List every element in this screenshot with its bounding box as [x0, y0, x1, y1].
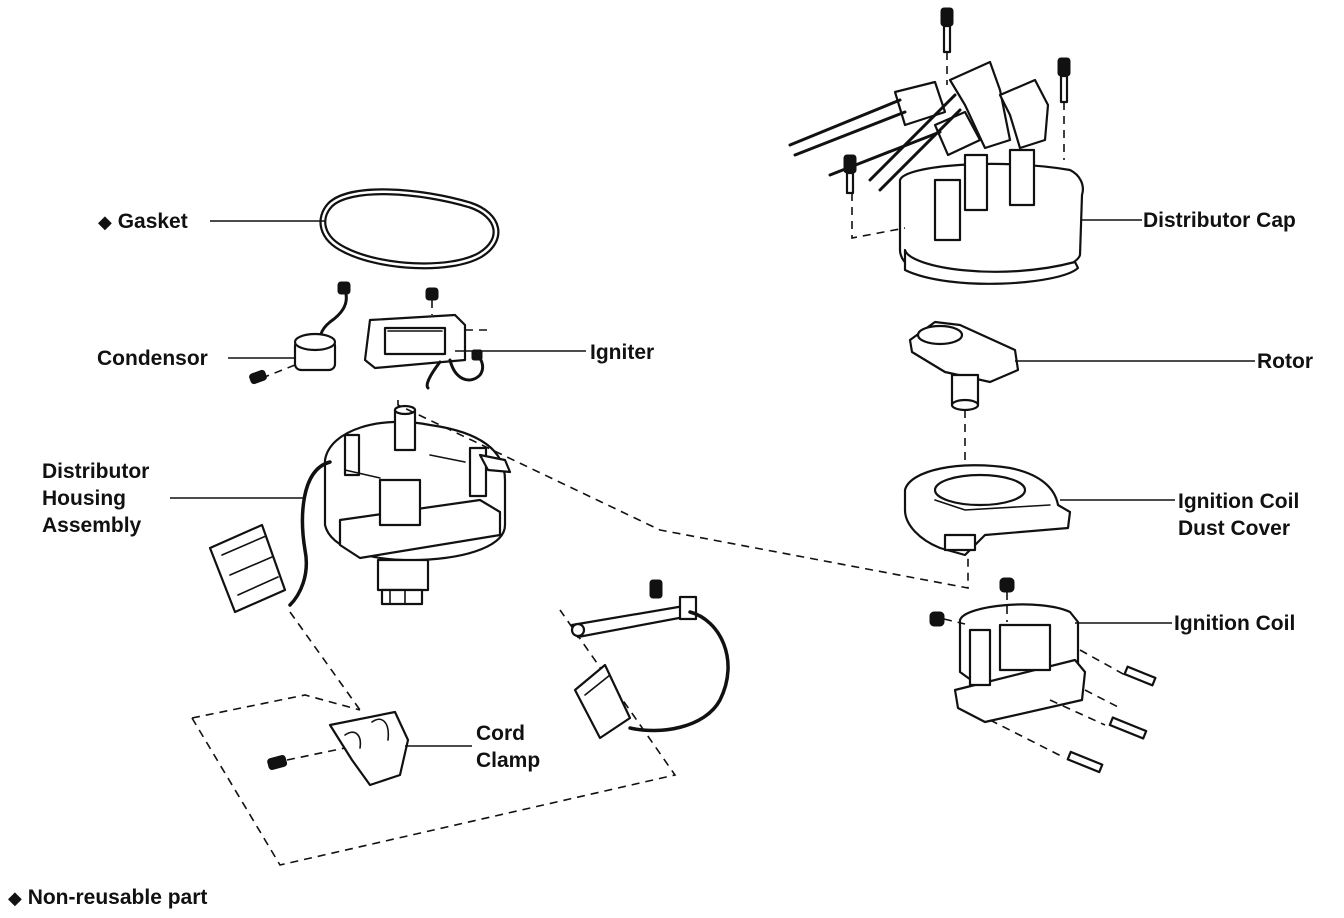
- gasket-part: [319, 188, 500, 270]
- igniter-part: [363, 287, 490, 390]
- gasket-label: ◆ Gasket: [98, 208, 188, 236]
- clamp-box-line-top: [191, 694, 361, 719]
- ignition-coil-dust-cover-part: [903, 464, 1072, 557]
- ignition-coil-dust-cover-label-line-2: Dust Cover: [1178, 517, 1291, 540]
- condensor-label: Condensor: [97, 347, 208, 370]
- ignition-coil-label: Ignition Coil: [1174, 612, 1296, 635]
- pickup-wire-part: [570, 579, 730, 740]
- ignition-coil-part: [929, 577, 1157, 774]
- distributor-housing-label: Distributor Housing Assembly: [42, 458, 149, 539]
- cord-clamp-label-line-2: Clamp: [476, 749, 541, 772]
- ignition-coil-dust-cover-label: Ignition Coil Dust Cover: [1178, 488, 1299, 542]
- legend-text: Non-reusable part: [27, 886, 208, 909]
- distributor-housing-label-line-1: Distributor: [42, 460, 150, 483]
- clamp-guide-line: [289, 611, 361, 711]
- igniter-label: Igniter: [590, 341, 655, 364]
- non-reusable-diamond-icon: ◆: [98, 212, 112, 232]
- distributor-housing-label-line-3: Assembly: [42, 514, 142, 537]
- distributor-housing-part: [208, 404, 512, 614]
- distributor-cap-part: [788, 7, 1084, 285]
- cord-clamp-label-line-1: Cord: [476, 722, 525, 745]
- ignition-coil-dust-cover-label-line-1: Ignition Coil: [1178, 490, 1300, 513]
- cord-clamp-label: Cord Clamp: [476, 720, 540, 774]
- rotor-part: [908, 320, 1020, 470]
- legend: ◆ Non-reusable part: [8, 884, 207, 912]
- condensor-part: [249, 281, 351, 385]
- distributor-cap-label: Distributor Cap: [1143, 209, 1296, 232]
- rotor-label: Rotor: [1257, 350, 1313, 373]
- assembly-guide-line: [397, 400, 969, 589]
- distributor-housing-label-line-2: Housing: [42, 487, 126, 510]
- cord-clamp-part: [267, 710, 410, 787]
- gasket-label-text: Gasket: [117, 210, 188, 233]
- legend-diamond-icon: ◆: [8, 888, 22, 908]
